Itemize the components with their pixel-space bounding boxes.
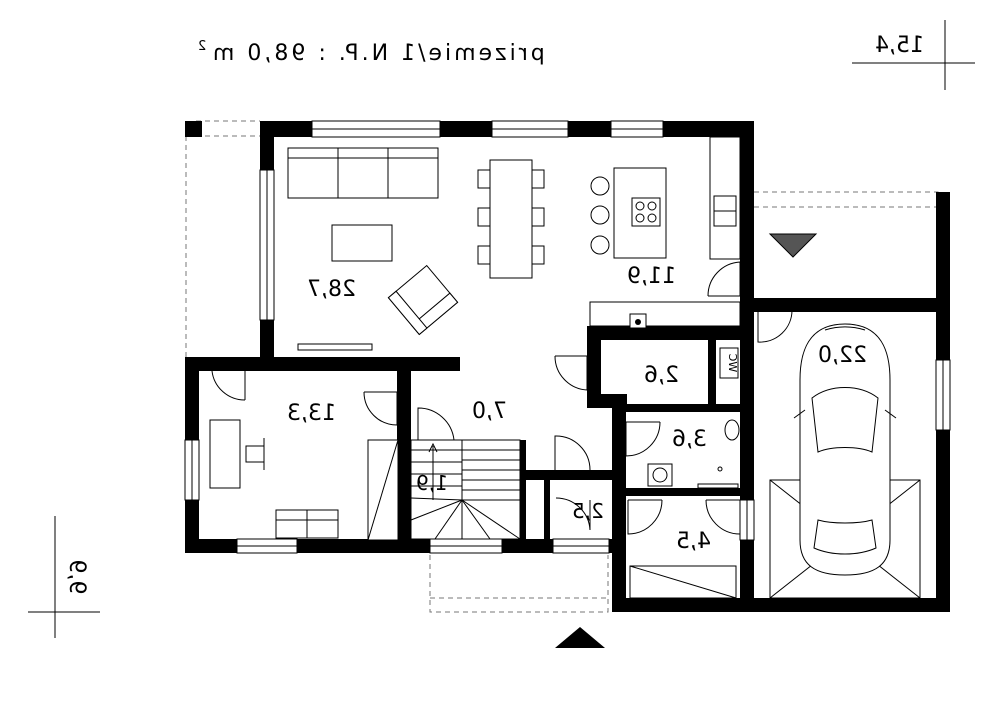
toilet-icon (724, 419, 740, 441)
title-superscript: 2 (198, 39, 206, 54)
title-text: prizemie/1 N.P. : 98,0 m (210, 41, 545, 66)
room-label-utility: 4,5 (676, 529, 711, 554)
sofa (287, 147, 439, 199)
dining-table (489, 159, 533, 279)
room-label-kitchen: 11,9 (627, 264, 676, 289)
room-label-bath: 3,6 (672, 427, 707, 452)
windows (184, 120, 951, 554)
room-label-stairs: 1,9 (416, 471, 448, 495)
room-label-living: 28,7 (307, 277, 356, 302)
dining-kitchen-furniture (477, 136, 741, 329)
cooktop-icon (631, 197, 661, 227)
tv-stand (297, 343, 373, 351)
shower-tray (697, 483, 739, 489)
plan-title: prizemie/1 N.P. : 98,0 m 2 (198, 39, 545, 66)
room-label-office: 13,3 (287, 401, 336, 426)
room-label-garage: 22,0 (818, 343, 867, 368)
washbasin-icon (647, 463, 673, 487)
wc-room: WC (719, 347, 739, 379)
room-label-hall: 7,0 (472, 399, 507, 424)
width-dimension: 15,4 (852, 20, 975, 90)
utility-fixtures (629, 565, 737, 599)
bar-stool-icon (590, 176, 610, 196)
depth-dimension-label: 9,9 (64, 560, 89, 595)
wc-label: WC (726, 353, 739, 372)
bathroom-fixtures (647, 419, 740, 489)
armchair (387, 264, 459, 336)
office-chair-icon (245, 445, 265, 463)
living-furniture (287, 147, 459, 351)
staircase (410, 439, 521, 540)
garage-entrance-arrow-icon (768, 233, 818, 258)
entrance-markers (555, 233, 818, 648)
desk (209, 419, 241, 489)
main-entrance-arrow-icon (555, 627, 605, 648)
width-dimension-label: 15,4 (875, 33, 924, 58)
room-labels: 28,7 11,9 13,3 7,0 1,9 2,6 3,6 2,5 4,5 2… (287, 264, 867, 554)
room-label-storage: 2,5 (572, 499, 604, 523)
office-furniture (209, 419, 399, 541)
bar-stool-icon (590, 205, 610, 225)
room-label-pantry: 2,6 (644, 363, 679, 388)
car-icon (793, 323, 897, 576)
garage-car (769, 323, 921, 599)
bar-stool-icon (590, 235, 610, 255)
coffee-table (331, 224, 393, 262)
depth-dimension: 9,9 (28, 516, 100, 638)
sideboard (589, 301, 741, 327)
